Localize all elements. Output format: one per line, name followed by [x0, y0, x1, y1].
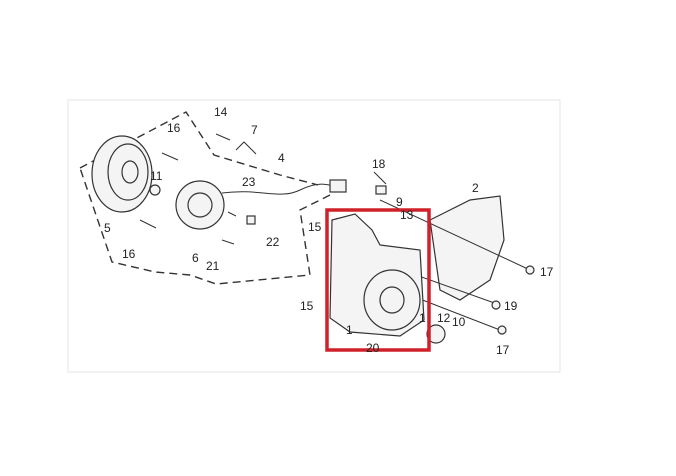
callout-17b: 17: [496, 343, 510, 357]
clamp-part: [235, 141, 257, 155]
callout-17: 17: [540, 265, 554, 279]
callout-21: 21: [206, 259, 220, 273]
nut-part: [149, 184, 161, 196]
callout-20: 20: [366, 341, 380, 355]
grommet-part: [375, 185, 387, 195]
callout-23: 23: [242, 175, 256, 189]
callout-19: 19: [504, 299, 518, 313]
highlight-box: [325, 208, 431, 352]
plug-part: [426, 324, 446, 344]
callout-16b: 16: [122, 247, 136, 261]
flywheel-part: [91, 135, 153, 213]
clip-part: [246, 215, 256, 225]
callout-4: 4: [278, 151, 285, 165]
callout-1: 1: [346, 323, 353, 337]
callout-6: 6: [192, 251, 199, 265]
side-cover-part: [429, 195, 505, 301]
stator-group-outline: [79, 111, 331, 285]
callout-11: 11: [150, 169, 163, 183]
callout-9: 9: [396, 195, 403, 209]
callout-14: 14: [214, 105, 228, 119]
callout-13: 13: [400, 208, 414, 222]
callout-1b: 1: [419, 311, 426, 325]
callout-2: 2: [472, 181, 479, 195]
callout-15b: 15: [300, 299, 314, 313]
callout-7: 7: [251, 123, 258, 137]
callout-22: 22: [266, 235, 280, 249]
callout-5: 5: [104, 221, 111, 235]
connector-part: [329, 179, 347, 193]
fan-cover-part: [329, 213, 425, 337]
callout-10: 10: [452, 315, 466, 329]
callout-16: 16: [167, 121, 181, 135]
callout-15: 15: [308, 220, 322, 234]
bolt-part: [139, 219, 157, 229]
bolt-part: [215, 133, 231, 141]
callout-18: 18: [372, 157, 386, 171]
callout-12: 12: [437, 311, 451, 325]
bolt-part: [161, 152, 179, 161]
stator-part: [175, 180, 225, 230]
